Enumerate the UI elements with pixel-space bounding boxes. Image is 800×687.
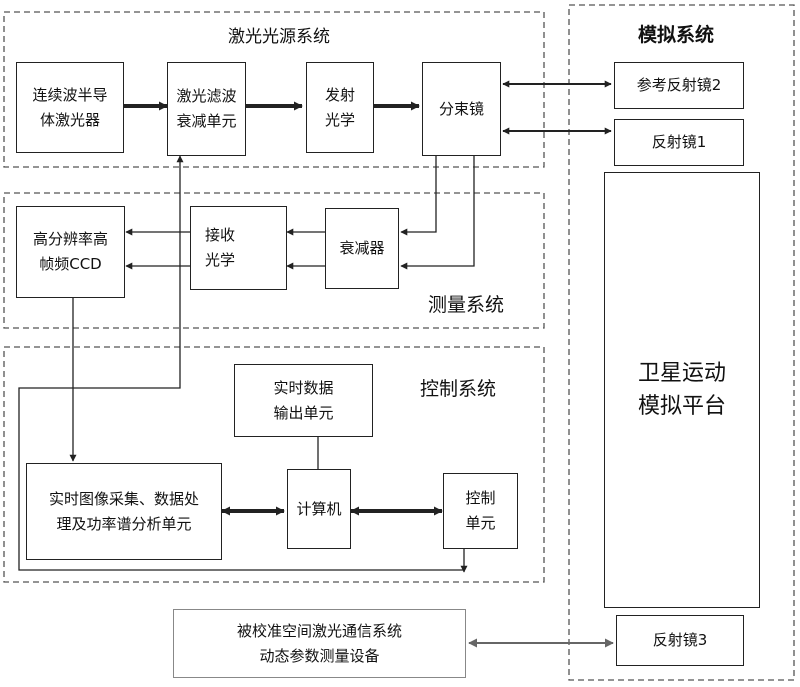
processing-unit-label: 实时图像采集、数据处 理及功率谱分析单元: [48, 489, 199, 533]
beam-splitter-box: 分束镜: [422, 62, 501, 156]
filter-attenuator-box: 激光滤波 衰减单元: [167, 62, 246, 156]
attenuator-label: 衰减器: [339, 239, 385, 258]
simulation-title: 模拟系统: [638, 24, 715, 46]
simulation-group-frame: [568, 4, 795, 681]
device-under-test-label: 被校准空间激光通信系统 动态参数测量设备: [236, 621, 402, 665]
laser-source-title: 激光光源系统: [228, 27, 330, 47]
computer-box: 计算机: [287, 469, 351, 549]
laser-source-group-frame: [3, 11, 545, 168]
tx-optics-label: 发射 光学: [324, 85, 355, 129]
ccd-box: 高分辨率高 帧频CCD: [16, 206, 125, 298]
feedback-to-filter-unit: [18, 155, 463, 571]
cw-laser-label: 连续波半导 体激光器: [32, 85, 108, 129]
mirror-3-label: 反射镜3: [652, 631, 708, 650]
measurement-group-frame: [3, 192, 545, 329]
tx-optics-box: 发射 光学: [306, 62, 374, 153]
attenuator-box: 衰减器: [325, 208, 399, 289]
ccd-label: 高分辨率高 帧频CCD: [32, 230, 108, 273]
satellite-platform-box: 卫星运动 模拟平台: [604, 172, 760, 608]
rx-optics-label: 接收 光学: [205, 226, 236, 269]
control-title: 控制系统: [420, 378, 497, 400]
device-under-test-box: 被校准空间激光通信系统 动态参数测量设备: [173, 609, 466, 678]
processing-unit-box: 实时图像采集、数据处 理及功率谱分析单元: [26, 463, 222, 560]
ref-mirror-2-label: 参考反射镜2: [636, 76, 722, 95]
beam-splitter-to-attenuator-1: [400, 156, 437, 236]
control-unit-label: 控制 单元: [465, 489, 496, 532]
realtime-output-box: 实时数据 输出单元: [234, 364, 373, 437]
beam-splitter-label: 分束镜: [438, 99, 484, 118]
control-group-frame: [3, 346, 545, 583]
beam-splitter-to-attenuator-2: [400, 156, 475, 270]
realtime-output-label: 实时数据 输出单元: [273, 378, 334, 422]
control-unit-box: 控制 单元: [443, 473, 518, 549]
filter-attenuator-label: 激光滤波 衰减单元: [176, 87, 237, 130]
mirror-1-box: 反射镜1: [614, 119, 744, 166]
cw-laser-box: 连续波半导 体激光器: [16, 62, 124, 153]
mirror-3-box: 反射镜3: [616, 615, 744, 666]
mirror-1-label: 反射镜1: [651, 133, 707, 152]
ref-mirror-2-box: 参考反射镜2: [614, 62, 744, 109]
rx-optics-box: 接收 光学: [190, 206, 287, 290]
measurement-title: 测量系统: [428, 294, 505, 316]
satellite-platform-label: 卫星运动 模拟平台: [637, 361, 726, 419]
computer-label: 计算机: [296, 499, 342, 518]
